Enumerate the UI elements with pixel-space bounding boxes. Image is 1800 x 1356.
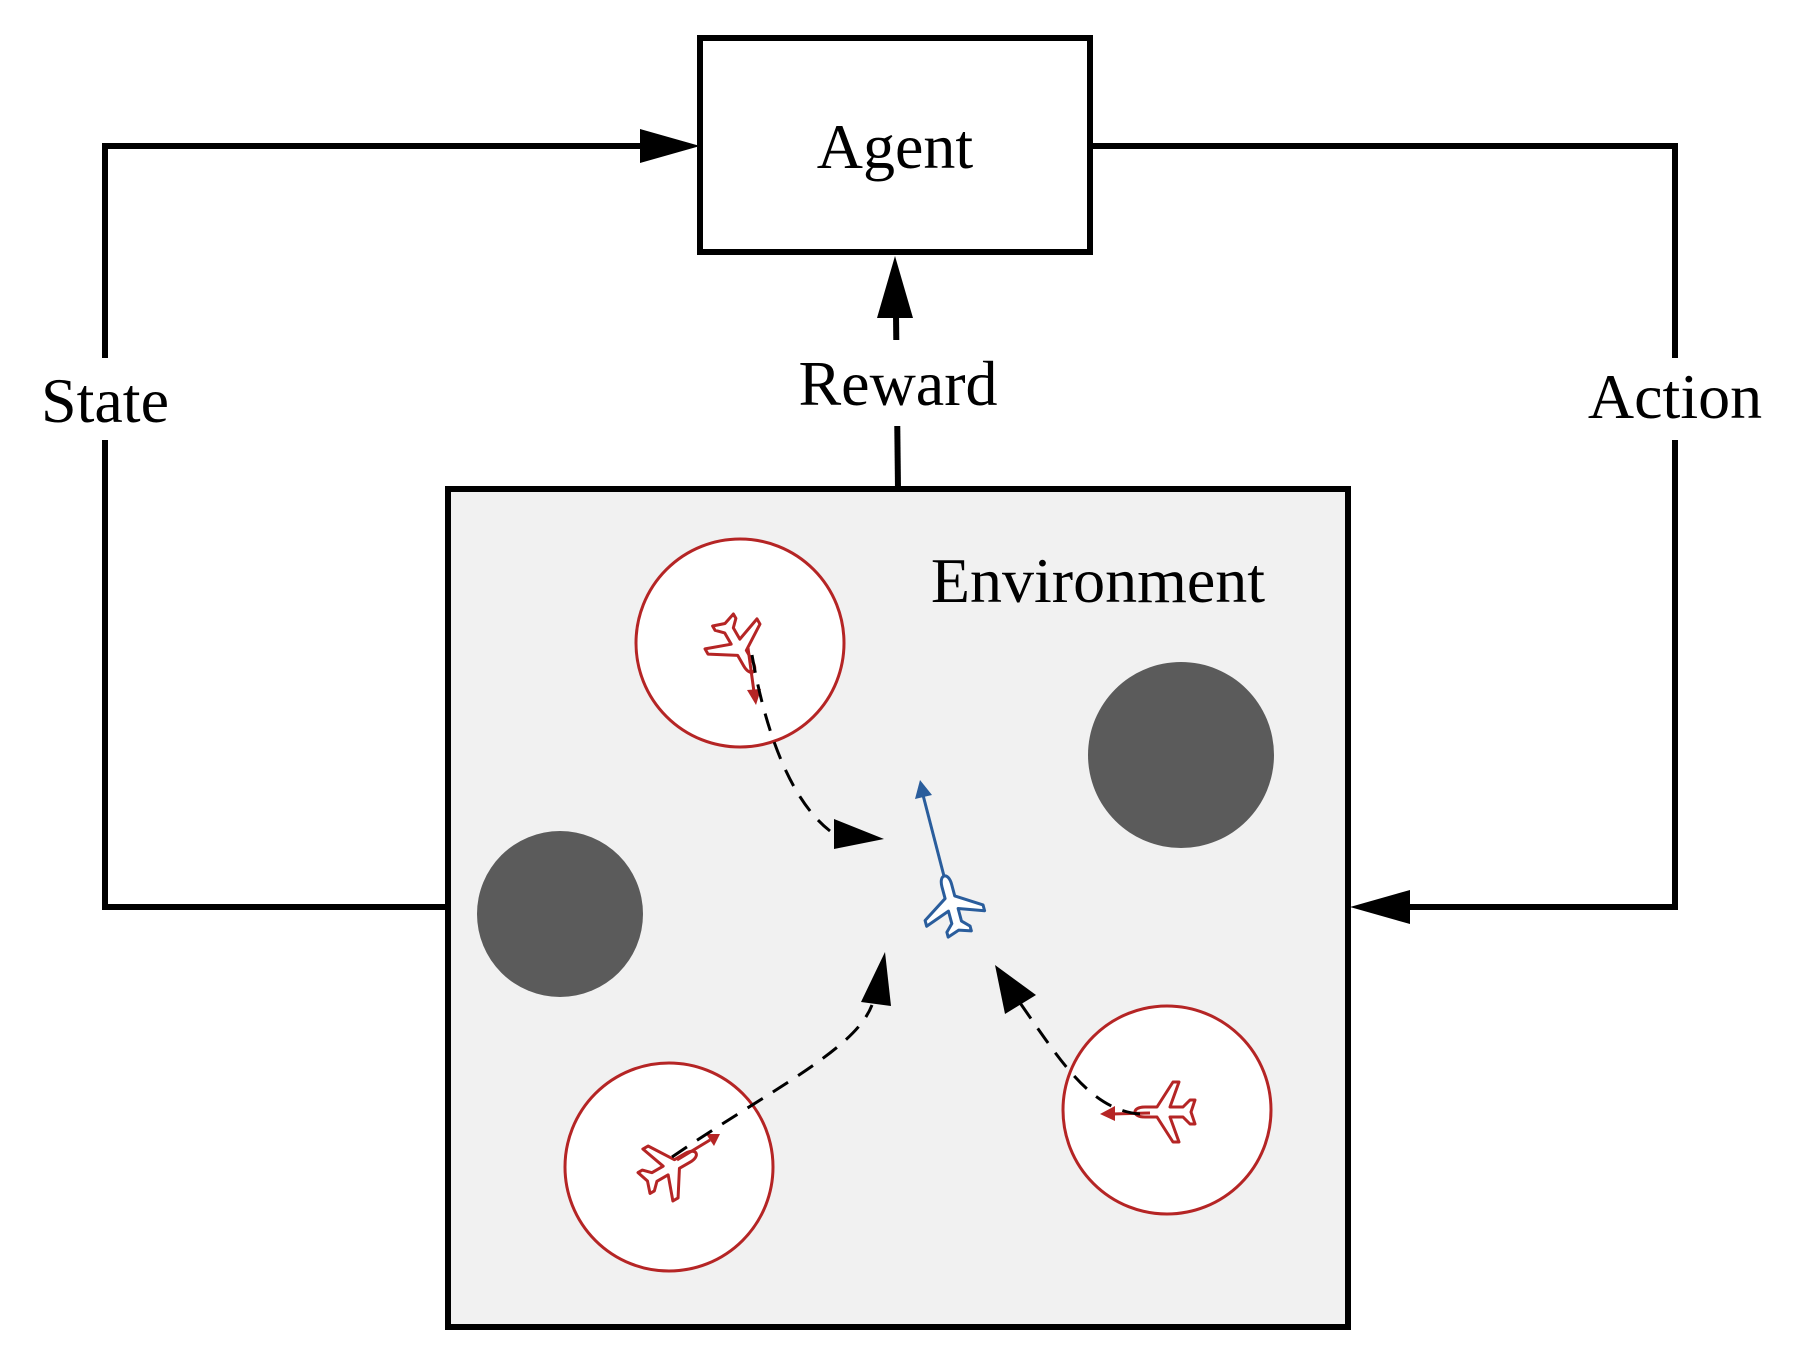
action-arrowhead	[1350, 890, 1410, 924]
trajectory-bottom-left-arrowhead	[861, 952, 891, 1006]
predicted-trajectories	[671, 654, 1141, 1159]
obstacle-circle-left	[477, 831, 643, 997]
action-line	[1090, 143, 1678, 910]
state-arrowhead	[640, 129, 700, 163]
ownship-heading-arrowhead	[915, 780, 932, 799]
reward-arrowhead	[877, 256, 913, 318]
ownship	[913, 780, 991, 944]
trajectory-bottom-right	[1016, 999, 1141, 1116]
state-label: State	[41, 365, 169, 436]
environment-label: Environment	[931, 545, 1265, 616]
state-line	[102, 143, 640, 910]
action-label-bg	[1568, 358, 1782, 440]
trajectory-top-arrowhead	[834, 819, 884, 849]
reward-connector: Reward	[760, 256, 1030, 490]
agent-block: Agent	[697, 35, 1093, 255]
state-label-bg	[20, 358, 190, 440]
obstacle-circle-right	[1088, 662, 1274, 848]
action-label: Action	[1588, 361, 1762, 432]
ownship-heading-arrow	[921, 794, 947, 881]
agent-label: Agent	[817, 111, 974, 182]
agent-box	[697, 35, 1093, 255]
trajectory-bottom-right-arrowhead	[995, 965, 1036, 1014]
state-connector: State	[20, 129, 700, 910]
action-connector: Action	[1090, 143, 1782, 924]
trajectory-bottom-left	[671, 1004, 874, 1159]
reward-label-bg	[760, 340, 1030, 426]
reward-label: Reward	[798, 348, 997, 419]
